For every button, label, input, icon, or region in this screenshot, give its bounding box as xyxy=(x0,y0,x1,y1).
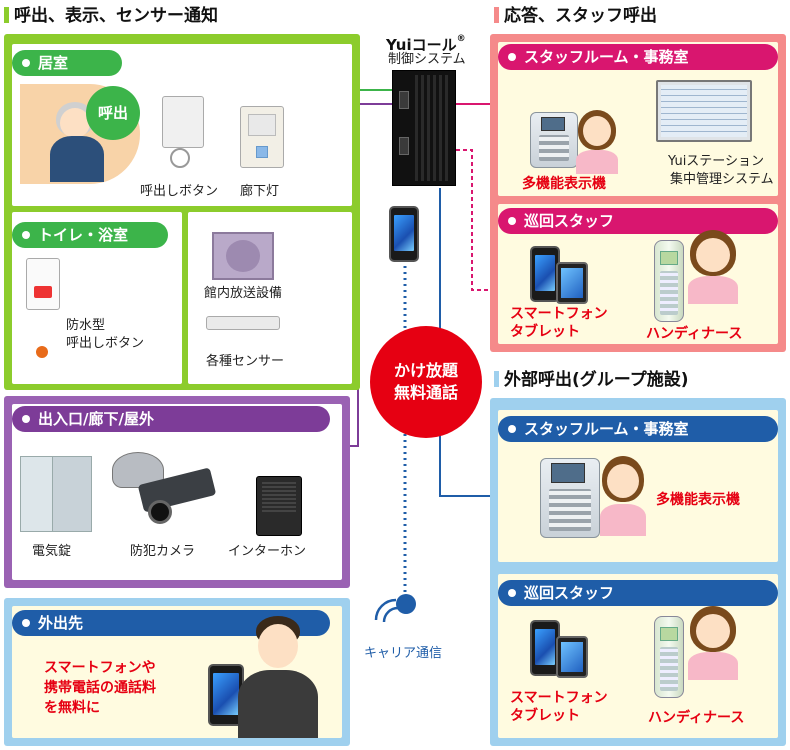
label-handy: ハンディナース xyxy=(646,326,743,342)
carrier-wave-icon xyxy=(374,598,399,623)
outing-smartphone xyxy=(208,664,244,726)
label-waterproof-1: 防水型 xyxy=(66,318,106,333)
label-external-tablet: タブレット xyxy=(510,708,580,724)
free-call-line2: 無料通話 xyxy=(393,383,458,402)
sensor-device xyxy=(206,316,280,330)
control-brand: Yuiコール® xyxy=(386,34,466,54)
external-handy xyxy=(654,616,684,698)
free-call-circle: かけ放題 無料通話 xyxy=(370,326,482,438)
pull-cord-knob xyxy=(36,346,48,358)
businessman-figure xyxy=(238,616,318,738)
pill-living-room: 居室 xyxy=(12,50,122,76)
label-station-1: Yuiステーション xyxy=(668,154,765,169)
pill-toilet-bath: トイレ・浴室 xyxy=(12,222,168,248)
staff-woman-2 xyxy=(686,230,740,304)
outing-text-2: 携帯電話の通話料 xyxy=(44,680,156,696)
label-external-handy: ハンディナース xyxy=(648,710,745,726)
section-bar xyxy=(4,7,9,23)
external-staff-woman-1 xyxy=(598,456,648,536)
resident-figure xyxy=(48,102,108,182)
label-multi-display: 多機能表示機 xyxy=(522,176,606,192)
pill-external-staff-room: スタッフルーム・事務室 xyxy=(498,416,778,442)
outing-text-1: スマートフォンや xyxy=(44,660,156,676)
section-bar xyxy=(494,371,499,387)
section-title-external: 外部呼出(グループ施設) xyxy=(494,370,689,390)
center-smartphone xyxy=(389,206,419,262)
patrol-handy xyxy=(654,240,684,322)
camera-lens xyxy=(148,500,172,524)
control-system-label: 制御システム xyxy=(388,52,466,67)
section-title-call-display: 呼出、表示、センサー通知 xyxy=(4,6,218,26)
call-cord xyxy=(170,148,190,168)
label-external-smartphone: スマートフォン xyxy=(510,690,608,706)
free-call-line1: かけ放題 xyxy=(393,361,458,380)
electric-lock-panel xyxy=(52,456,92,532)
external-multi-display-phone xyxy=(540,458,600,538)
label-station-2: 集中管理システム xyxy=(670,172,774,187)
waterproof-button-device xyxy=(26,258,60,310)
pill-entrance: 出入口/廊下/屋外 xyxy=(12,406,330,432)
external-staff-woman-2 xyxy=(686,606,740,680)
call-bubble: 呼出 xyxy=(86,86,140,140)
staff-woman-1 xyxy=(574,110,620,174)
corridor-light-lens xyxy=(248,114,276,136)
intercom-grille xyxy=(262,482,296,512)
label-tablet: タブレット xyxy=(510,324,580,340)
label-electric-lock: 電気錠 xyxy=(32,544,72,559)
label-smartphone: スマートフォン xyxy=(510,306,608,322)
section-bar xyxy=(494,7,499,23)
label-call-button: 呼出しボタン xyxy=(140,184,219,199)
external-tablet xyxy=(556,636,588,678)
yui-station-monitor xyxy=(656,80,752,142)
label-waterproof-2: 呼出しボタン xyxy=(66,336,145,351)
patrol-tablet xyxy=(556,262,588,304)
label-intercom: インターホン xyxy=(228,544,307,559)
label-camera: 防犯カメラ xyxy=(130,544,196,559)
control-cabinet xyxy=(392,70,456,186)
section-title-response: 応答、スタッフ呼出 xyxy=(494,6,657,26)
label-corridor-light: 廊下灯 xyxy=(240,184,280,199)
speaker-cone xyxy=(226,240,260,272)
multi-display-phone xyxy=(530,112,578,168)
waterproof-button-red xyxy=(34,286,52,298)
label-sensors: 各種センサー xyxy=(206,354,285,369)
label-external-multi-display: 多機能表示機 xyxy=(656,492,740,508)
pill-patrol: 巡回スタッフ xyxy=(498,208,778,234)
label-broadcast: 館内放送設備 xyxy=(204,286,283,301)
patrol-smartphone xyxy=(530,246,560,302)
pill-external-patrol: 巡回スタッフ xyxy=(498,580,778,606)
corridor-light-indicator xyxy=(256,146,268,158)
carrier-label: キャリア通信 xyxy=(364,646,443,661)
pill-staff-room: スタッフルーム・事務室 xyxy=(498,44,778,70)
outing-text-3: を無料に xyxy=(44,700,100,716)
call-button-device xyxy=(162,96,204,148)
carrier-antenna-icon xyxy=(396,594,416,614)
